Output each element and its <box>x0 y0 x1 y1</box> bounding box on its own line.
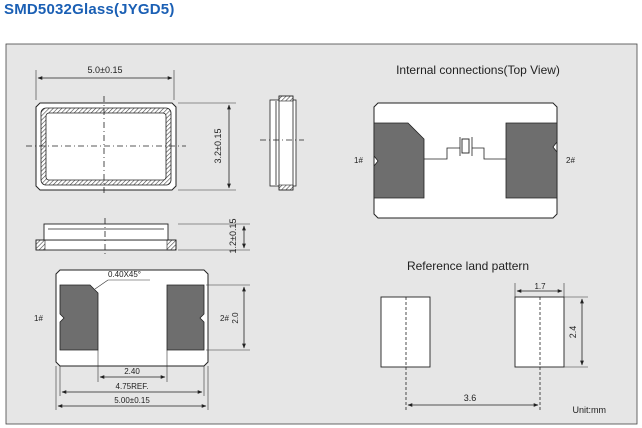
crystal-symbol <box>461 138 470 154</box>
reference-land-pattern: Reference land pattern 1.7 2.4 3.6 Unit:… <box>380 259 607 415</box>
pad-span-dim: 4.75REF. <box>116 382 149 391</box>
top-view: 5.0±0.15 3.2±0.15 <box>26 65 236 196</box>
land-heading: Reference land pattern <box>407 259 529 273</box>
bottom-view: 0.40X45° 1# 2# 2.0 2.40 4.75REF. 5.00±0.… <box>34 269 250 410</box>
internal-pin1-label: 1# <box>354 156 363 165</box>
top-width-dim: 3.2±0.15 <box>213 129 223 164</box>
pad-2 <box>166 284 205 351</box>
land-pitch-dim: 3.6 <box>464 393 477 403</box>
land-pad-right <box>514 296 565 368</box>
land-height-dim: 2.4 <box>568 326 578 339</box>
land-pad-left <box>380 296 431 368</box>
top-lid <box>45 112 167 181</box>
side-view: 1.2±0.15 <box>35 218 250 256</box>
bottom-pin1-label: 1# <box>34 314 43 323</box>
internal-pad-2 <box>505 122 558 199</box>
bottom-pin2-label: 2# <box>220 314 229 323</box>
internal-connections: Internal connections(Top View) 1# 2# <box>354 63 575 219</box>
page-title: SMD5032Glass(JYGD5) <box>4 1 175 18</box>
land-width-dim: 1.7 <box>534 282 546 291</box>
pad-gap-dim: 2.40 <box>124 367 140 376</box>
internal-heading: Internal connections(Top View) <box>396 63 560 77</box>
unit-label: Unit:mm <box>573 405 607 415</box>
top-length-dim: 5.0±0.15 <box>88 65 123 75</box>
chamfer-label: 0.40X45° <box>108 270 141 279</box>
internal-pad-1 <box>373 122 425 199</box>
pad-height-dim: 2.0 <box>231 312 240 324</box>
internal-pin2-label: 2# <box>566 156 575 165</box>
total-length-dim: 5.00±0.15 <box>114 396 150 405</box>
end-view <box>260 95 304 191</box>
side-height-dim: 1.2±0.15 <box>228 219 238 254</box>
pad-1 <box>59 284 99 351</box>
